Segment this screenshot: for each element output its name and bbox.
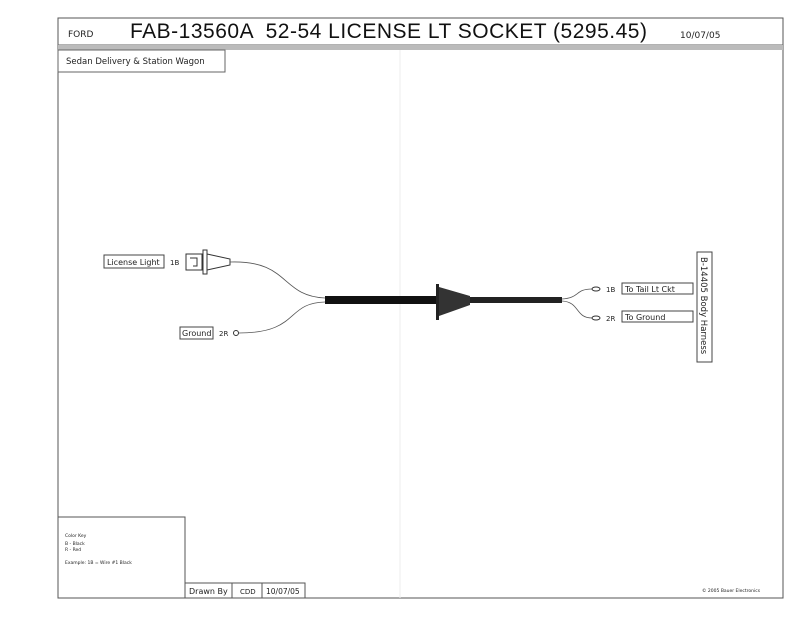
color-key-item: R - Red — [65, 547, 81, 553]
harness-label: B-14405 Body Harness — [698, 257, 708, 355]
bullet-terminal-icon — [591, 286, 601, 321]
socket-connector-icon — [185, 249, 231, 275]
license-light-box — [103, 254, 165, 269]
harness-loom-right — [470, 297, 562, 303]
make-label: FORD — [68, 30, 94, 40]
subtitle: Sedan Delivery & Station Wagon — [66, 57, 205, 67]
title-block — [184, 582, 306, 599]
subtitle-box — [57, 49, 226, 73]
ground-right-code: 2R — [606, 315, 615, 323]
harness-loom — [325, 296, 440, 304]
drawing-frame — [57, 17, 784, 599]
wire-1b-right — [561, 288, 593, 300]
page-title: FAB-13560A 52-54 LICENSE LT SOCKET (5295… — [130, 20, 647, 43]
color-key-box — [57, 516, 186, 599]
ground-right-box — [621, 310, 694, 323]
license-light-code: 1B — [170, 259, 179, 267]
ground-box — [179, 326, 214, 340]
drawn-by-value: CDD — [240, 588, 256, 596]
tail-lt-code: 1B — [606, 286, 615, 294]
wire-2r-left — [238, 301, 326, 334]
color-key-item: B - Black — [65, 541, 85, 547]
harness-label-box — [696, 251, 713, 363]
color-key-title: Color Key — [65, 533, 87, 539]
header-date: 10/07/05 — [680, 31, 720, 41]
license-light-label: License Light — [107, 258, 160, 267]
wire-2r-right — [561, 300, 593, 319]
header-band — [58, 45, 783, 50]
ring-terminal-icon — [233, 330, 239, 336]
ground-code: 2R — [219, 330, 228, 338]
tail-lt-label: To Tail Lt Ckt — [624, 285, 675, 294]
drawn-date: 10/07/05 — [266, 587, 300, 596]
ground-label: Ground — [182, 329, 211, 338]
tail-lt-box — [621, 282, 694, 295]
grommet-icon — [436, 284, 470, 320]
wire-1b-left — [229, 261, 326, 299]
ground-right-label: To Ground — [624, 313, 665, 322]
copyright: © 2005 Bauer Electronics — [702, 587, 761, 594]
drawn-by-label: Drawn By — [189, 587, 228, 596]
color-key-example: Example: 1B = Wire #1 Black — [65, 560, 132, 566]
